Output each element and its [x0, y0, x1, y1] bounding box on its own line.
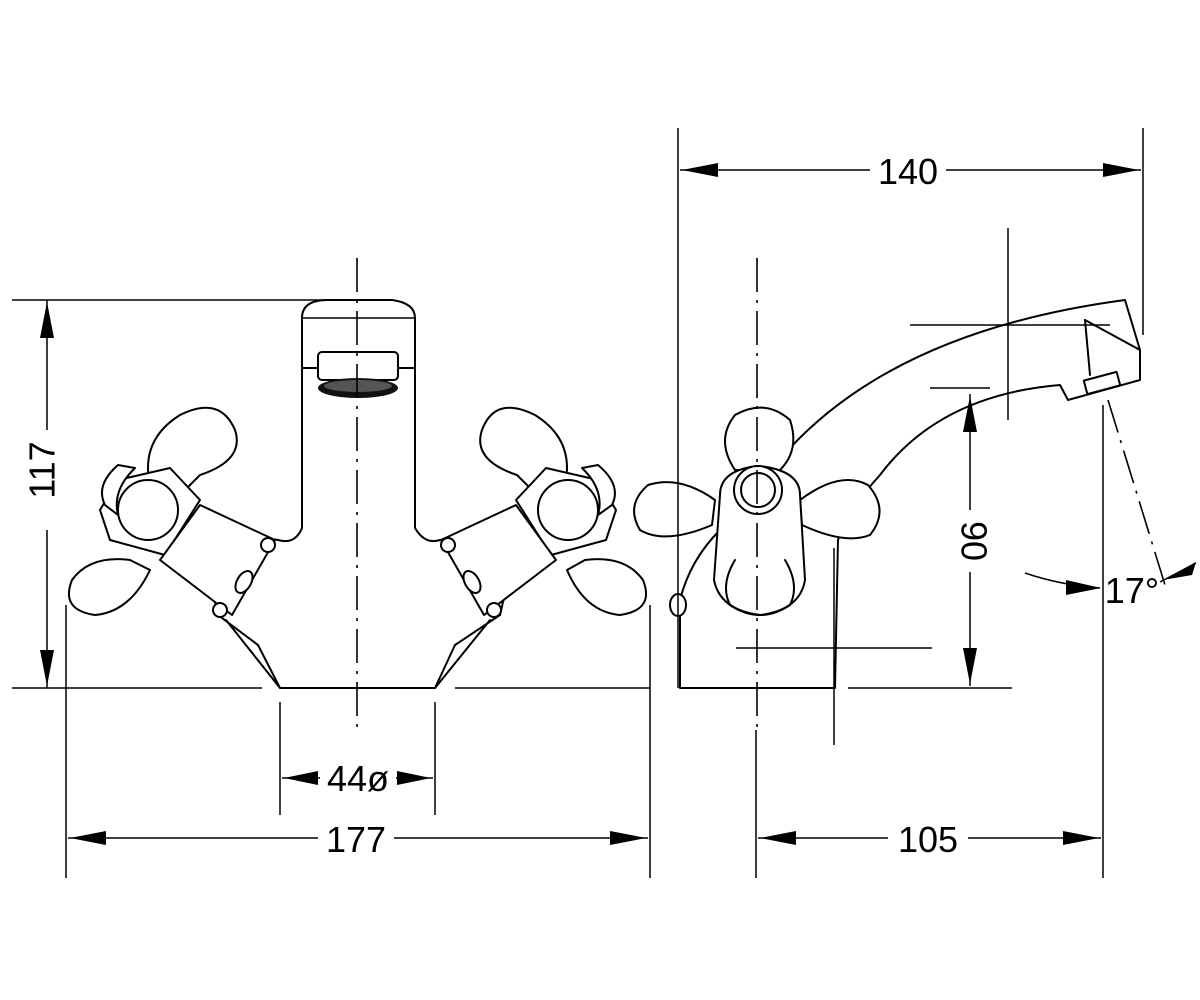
- side-cross-handle: [633, 406, 881, 617]
- side-depth-label: 140: [878, 151, 938, 192]
- overall-width-label: 177: [326, 819, 386, 860]
- dim-90: 90: [950, 394, 994, 686]
- front-view: [12, 258, 650, 730]
- base-diameter-label: 44ø: [327, 758, 389, 799]
- left-cross-handle: [67, 406, 276, 618]
- side-view: [633, 128, 1166, 878]
- dim-44: 44ø: [279, 702, 436, 815]
- spout-tip-line: [1084, 319, 1091, 376]
- right-cross-handle: [440, 406, 648, 618]
- dim-177: 177: [65, 605, 651, 878]
- dim-105: 105: [758, 818, 1101, 860]
- spout-height-label: 90: [953, 521, 994, 561]
- side-aerator: [1082, 370, 1122, 396]
- cone-left: [225, 619, 281, 689]
- dim-140: 140: [680, 150, 1141, 192]
- spout-angle-label: 17°: [1105, 570, 1159, 611]
- aerator: [317, 351, 399, 398]
- overall-height-label: 117: [22, 441, 63, 498]
- spout-flow-axis: [1107, 399, 1166, 586]
- cone-right: [434, 619, 491, 689]
- spout-reach-label: 105: [898, 819, 958, 860]
- dim-17-angle: 17°: [1024, 562, 1197, 611]
- dim-117: 117: [20, 300, 70, 688]
